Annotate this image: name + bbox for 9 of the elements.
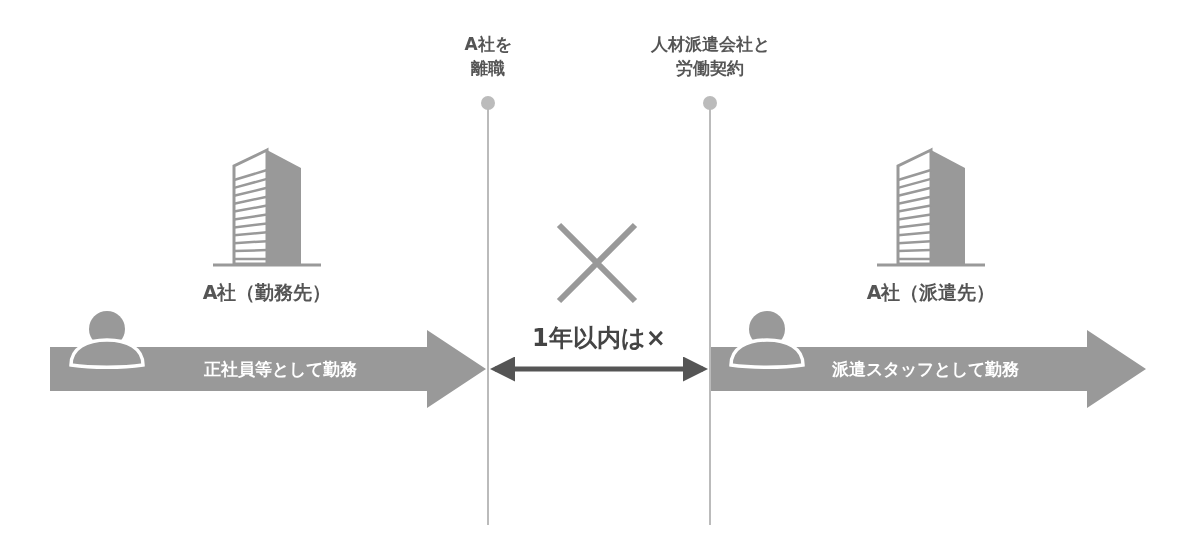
double-arrow — [490, 356, 708, 382]
milestone-label: 人材派遣会社と労働契約 — [649, 33, 771, 80]
timeline-marker — [703, 96, 717, 525]
company-caption: A社（勤務先） — [202, 280, 332, 305]
timeline-marker — [481, 96, 495, 525]
company-caption: A社（派遣先） — [866, 280, 996, 305]
milestone-label: A社を離職 — [463, 33, 513, 80]
band-label: 正社員等として勤務 — [203, 357, 357, 381]
band-label: 派遣スタッフとして勤務 — [831, 357, 1019, 381]
